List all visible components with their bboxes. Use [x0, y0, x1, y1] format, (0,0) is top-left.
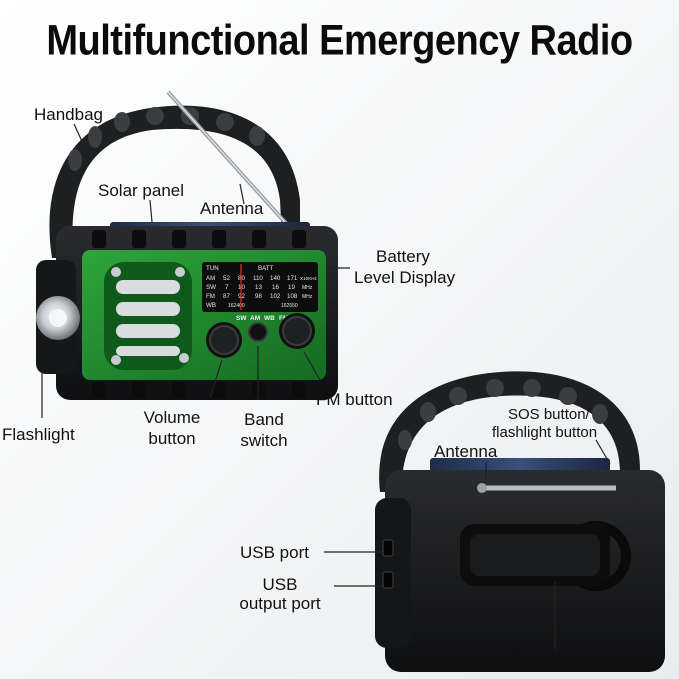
callout-lines [41, 123, 611, 650]
svg-text:FM: FM [206, 293, 215, 300]
svg-text:52: 52 [223, 275, 230, 282]
label-antenna-back: Antenna [434, 442, 498, 461]
svg-text:16: 16 [272, 284, 279, 291]
svg-text:AM: AM [206, 275, 215, 282]
svg-text:19: 19 [288, 284, 295, 291]
svg-text:WB: WB [206, 302, 216, 309]
label-volume-line2: button [148, 429, 196, 448]
svg-text:13: 13 [255, 284, 262, 291]
svg-text:108: 108 [287, 293, 298, 300]
svg-text:10: 10 [238, 284, 245, 291]
label-band-line2: switch [240, 431, 288, 450]
label-handbag: Handbag [34, 105, 104, 124]
svg-text:110: 110 [253, 275, 263, 282]
label-sos-line1: SOS button/ [508, 406, 590, 423]
label-fm-button: FM button [316, 390, 393, 409]
back-radio [375, 371, 665, 672]
svg-text:SW: SW [236, 315, 247, 322]
svg-text:80: 80 [238, 275, 245, 282]
band-labels: SW AM WB FM [236, 315, 288, 322]
usb-output-port [382, 571, 394, 589]
page-title: Multifunctional Emergency Radio [46, 17, 633, 65]
svg-text:162550: 162550 [281, 303, 298, 309]
svg-text:SW: SW [206, 284, 216, 291]
svg-text:X10KHz: X10KHz [300, 276, 318, 281]
label-volume-line1: Volume [143, 408, 201, 427]
speaker-grille [116, 280, 180, 356]
label-antenna-front: Antenna [200, 199, 264, 218]
usb-port [382, 539, 394, 557]
front-radio: TUN BATT AM 52 80 110 140 171 X10KHz SW … [36, 90, 338, 400]
label-battery-line2: Level Display [354, 268, 456, 287]
label-usb-output-line1: USB [262, 575, 298, 594]
label-band-line1: Band [244, 410, 284, 429]
svg-text:AM: AM [250, 315, 260, 322]
svg-text:162400: 162400 [228, 303, 245, 309]
label-sos-line2: flashlight button [492, 424, 598, 441]
svg-text:WB: WB [264, 315, 275, 322]
svg-text:98: 98 [255, 293, 262, 300]
svg-text:87: 87 [223, 293, 230, 300]
svg-text:TUN: TUN [206, 265, 219, 272]
svg-text:171: 171 [287, 275, 298, 282]
svg-text:MHz: MHz [302, 294, 313, 300]
svg-text:7: 7 [225, 284, 229, 291]
dial-display [202, 262, 318, 312]
label-usb-output-line2: output port [239, 594, 321, 613]
label-hand-crank: Hand crank [506, 651, 593, 670]
svg-text:FM: FM [279, 315, 288, 322]
svg-text:92: 92 [238, 293, 245, 300]
label-flashlight: Flashlight [2, 425, 75, 444]
svg-text:102: 102 [270, 293, 281, 300]
svg-text:MHz: MHz [302, 285, 313, 291]
label-usb-port: USB port [240, 543, 309, 562]
dial-scale-text: TUN BATT AM 52 80 110 140 171 X10KHz SW … [206, 265, 318, 309]
svg-text:140: 140 [270, 275, 281, 282]
band-switch-knob [248, 322, 268, 342]
svg-text:BATT: BATT [258, 265, 274, 272]
label-solar-panel: Solar panel [98, 181, 185, 200]
label-battery-line1: Battery [376, 247, 430, 266]
